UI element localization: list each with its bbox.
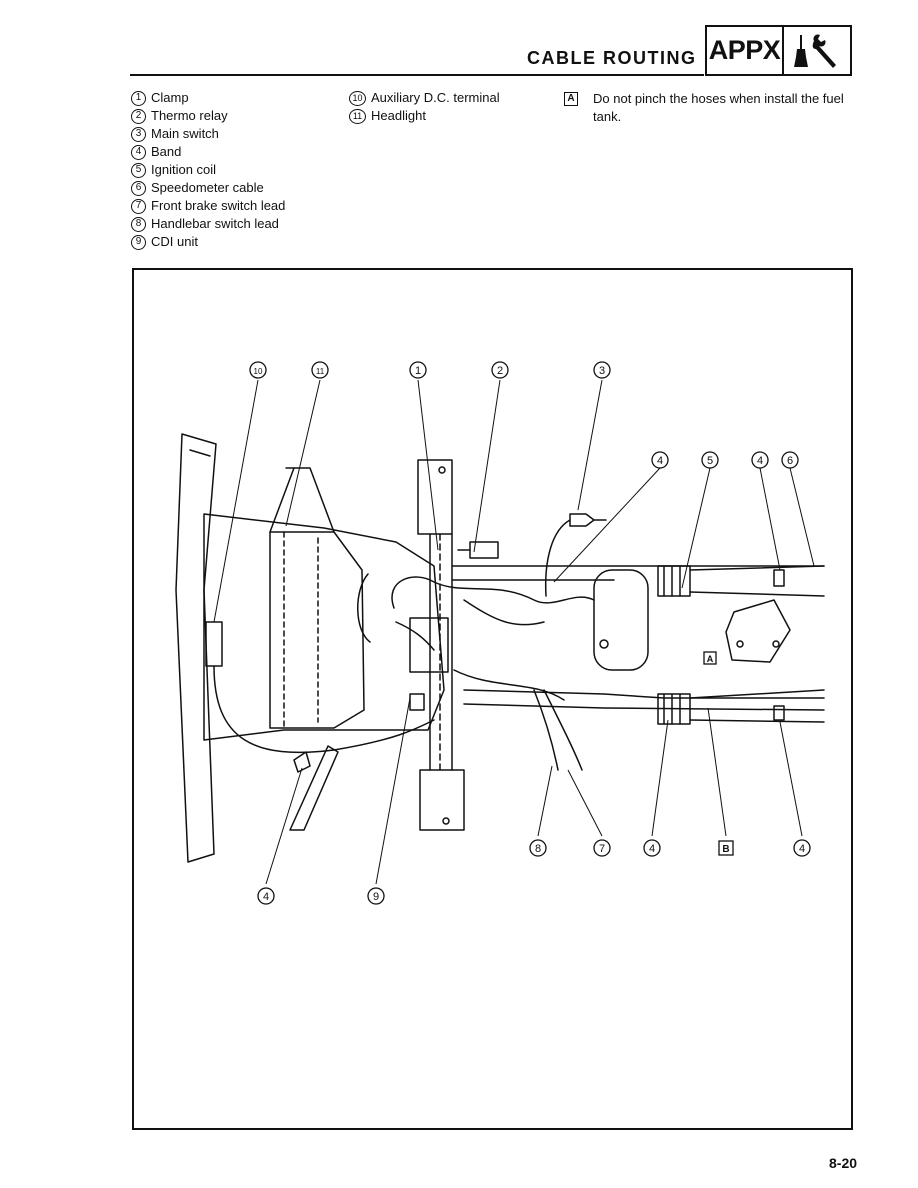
callout-4: 4 — [651, 451, 669, 469]
legend-item: 1 Clamp — [131, 89, 285, 107]
svg-text:4: 4 — [649, 843, 655, 855]
main-switch-body — [593, 569, 649, 671]
legend-item: 9 CDI unit — [131, 233, 285, 251]
legend-item: 10 Auxiliary D.C. terminal — [349, 89, 500, 107]
callout-1: 1 — [409, 361, 427, 379]
svg-text:2: 2 — [497, 365, 503, 377]
legend-label: Handlebar switch lead — [151, 216, 279, 231]
svg-text:4: 4 — [757, 455, 763, 467]
legend-label: CDI unit — [151, 234, 198, 249]
svg-text:4: 4 — [657, 455, 663, 467]
auxiliary-dc-terminal — [205, 621, 223, 667]
callout-4: 4 — [643, 839, 661, 857]
legend-label: Clamp — [151, 90, 189, 105]
page-title: CABLE ROUTING — [527, 48, 697, 68]
svg-text:A: A — [707, 654, 714, 664]
legend-item: 6 Speedometer cable — [131, 179, 285, 197]
callout-4: 4 — [257, 887, 275, 905]
legend-number: 11 — [349, 108, 366, 124]
legend-number: 10 — [349, 90, 366, 106]
fender-outline — [175, 433, 217, 863]
note-marker: A — [564, 92, 578, 106]
callout-6: 6 — [781, 451, 799, 469]
main-switch-plug — [569, 513, 595, 527]
legend-item: 7 Front brake switch lead — [131, 197, 285, 215]
cdi-unit — [409, 617, 449, 673]
ignition-coil-band — [657, 565, 691, 597]
callout-7: 7 — [593, 839, 611, 857]
legend-label: Headlight — [371, 108, 426, 123]
legend-label: Front brake switch lead — [151, 198, 286, 213]
svg-text:4: 4 — [263, 891, 269, 903]
upper-bracket — [417, 459, 453, 535]
legend-label: Thermo relay — [151, 108, 228, 123]
legend-number: 7 — [131, 198, 146, 214]
svg-text:11: 11 — [316, 367, 325, 376]
note: A Do not pinch the hoses when install th… — [564, 90, 844, 126]
svg-text:10: 10 — [254, 367, 263, 376]
svg-text:7: 7 — [599, 843, 605, 855]
svg-text:5: 5 — [707, 455, 713, 467]
callout-11: 11 — [311, 361, 329, 379]
callout-B: B — [718, 840, 734, 856]
svg-text:9: 9 — [373, 891, 379, 903]
svg-text:6: 6 — [787, 455, 793, 467]
callout-A: A — [703, 651, 717, 665]
legend-number: 5 — [131, 162, 146, 178]
legend-label: Speedometer cable — [151, 180, 264, 195]
callout-8: 8 — [529, 839, 547, 857]
cable-routing-diagram: 10 11 1 2 3 4 — [175, 361, 825, 905]
svg-text:B: B — [722, 844, 729, 855]
callout-4: 4 — [793, 839, 811, 857]
svg-text:8: 8 — [535, 843, 541, 855]
tools-icon — [782, 25, 852, 76]
legend-label: Band — [151, 144, 182, 159]
diagram-frame: 10 11 1 2 3 4 — [132, 268, 853, 1130]
legend-number: 6 — [131, 180, 146, 196]
legend-item: 11 Headlight — [349, 107, 500, 125]
legend-column-2: 10 Auxiliary D.C. terminal 11 Headlight — [349, 89, 500, 125]
svg-text:1: 1 — [415, 365, 421, 377]
legend-label: Main switch — [151, 126, 219, 141]
callout-3: 3 — [593, 361, 611, 379]
legend-number: 8 — [131, 216, 146, 232]
callout-4: 4 — [751, 451, 769, 469]
legend-item: 5 Ignition coil — [131, 161, 285, 179]
header-rule — [130, 74, 704, 76]
legend-number: 2 — [131, 108, 146, 124]
legend-number: 9 — [131, 234, 146, 250]
legend-number: 1 — [131, 90, 146, 106]
note-text: Do not pinch the hoses when install the … — [593, 91, 844, 124]
legend-item: 8 Handlebar switch lead — [131, 215, 285, 233]
legend-number: 4 — [131, 144, 146, 160]
legend-number: 3 — [131, 126, 146, 142]
page-number: 8-20 — [829, 1155, 858, 1171]
svg-text:3: 3 — [599, 365, 605, 377]
callout-5: 5 — [701, 451, 719, 469]
legend-item: 3 Main switch — [131, 125, 285, 143]
callout-9: 9 — [367, 887, 385, 905]
callout-2: 2 — [491, 361, 509, 379]
callout-10: 10 — [249, 361, 267, 379]
appx-badge: APPX — [705, 25, 784, 76]
headlight-outline — [203, 513, 445, 741]
lower-bracket — [419, 769, 465, 831]
svg-text:4: 4 — [799, 843, 805, 855]
legend-label: Auxiliary D.C. terminal — [371, 90, 500, 105]
mount-plate — [725, 599, 791, 663]
legend-item: 2 Thermo relay — [131, 107, 285, 125]
legend-label: Ignition coil — [151, 162, 217, 177]
legend-item: 4 Band — [131, 143, 285, 161]
